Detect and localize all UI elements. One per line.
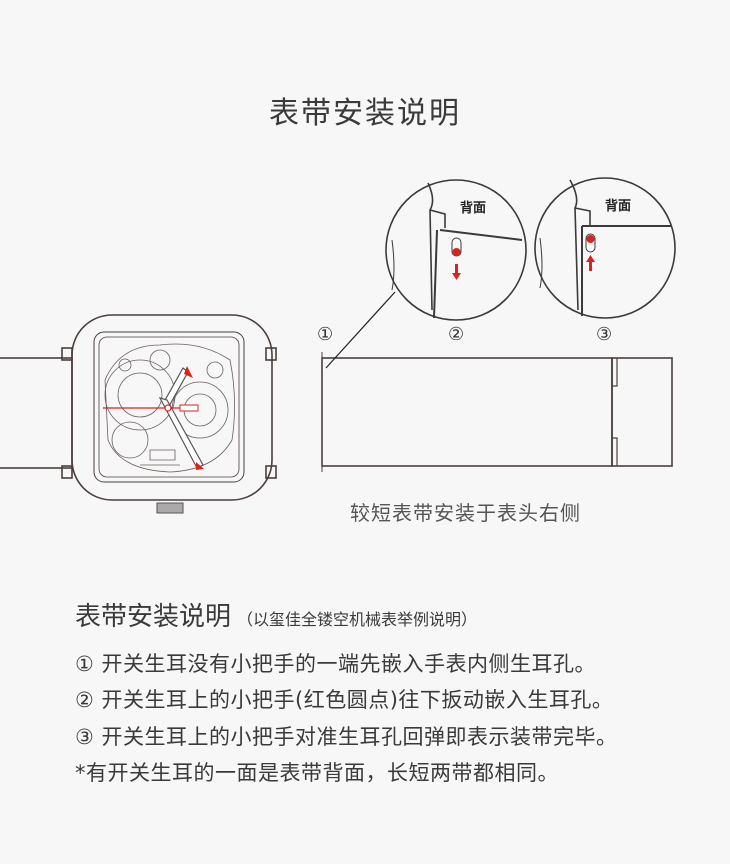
strap-buckle-end	[611, 357, 673, 467]
arrow-down-icon	[452, 264, 461, 280]
watch-crown	[156, 502, 184, 514]
page-title: 表带安装说明	[269, 96, 461, 131]
watch-left-strap	[0, 357, 73, 469]
watch-case	[71, 314, 273, 501]
instructions-title: 表带安装说明	[75, 602, 232, 632]
instructions-subtitle: （以玺佳全镂空机械表举例说明）	[237, 610, 478, 629]
detail-circle-3	[534, 177, 676, 319]
step-marker-1: ①	[317, 324, 334, 345]
watch-hands	[103, 366, 204, 470]
arrow-up-icon	[586, 255, 595, 271]
instruction-step-2: ② 开关生耳上的小把手(红色圆点)往下扳动嵌入生耳孔。	[75, 688, 614, 712]
instruction-note: *有开关生耳的一面是表带背面，长短两带都相同。	[75, 761, 559, 785]
back-side-label: 背面	[460, 201, 487, 216]
back-side-label: 背面	[605, 199, 632, 214]
watch-illustration	[0, 314, 277, 514]
detail-circle-2	[385, 179, 527, 321]
step-marker-3: ③	[596, 324, 613, 345]
step-marker-2: ②	[448, 324, 465, 345]
diagram-caption: 较短表带安装于表头右侧	[350, 501, 581, 525]
instruction-step-1: ① 开关生耳没有小把手的一端先嵌入手表内侧生耳孔。	[75, 652, 596, 676]
instruction-step-3: ③ 开关生耳上的小把手对准生耳孔回弹即表示装带完毕。	[75, 725, 618, 749]
short-strap	[321, 357, 613, 467]
instructions-heading: 表带安装说明 （以玺佳全镂空机械表举例说明）	[75, 596, 477, 633]
strap-illustration	[321, 291, 673, 472]
callout-line	[325, 291, 396, 369]
